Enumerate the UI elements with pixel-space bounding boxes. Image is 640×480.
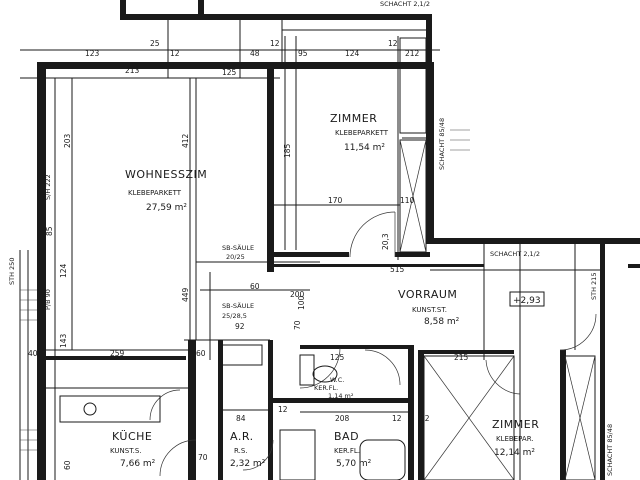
- note-sb-saeule-1: SB-SÄULE: [222, 243, 254, 252]
- dim-vor-c: 92: [235, 322, 245, 331]
- room-area-kueche: 7,66 m²: [120, 459, 156, 469]
- dim-zim-h2: 170: [328, 196, 343, 205]
- room-floor-kueche: KUNST.S.: [110, 447, 142, 455]
- note-sb-saeule-2: SB-SÄULE: [222, 301, 254, 310]
- note-sb-saeule-1-dims: 20/25: [226, 253, 245, 261]
- room-name-wc: W.C.: [330, 376, 344, 384]
- room-floor-vorraum: KUNST.ST.: [412, 306, 447, 314]
- annotations: SB-SÄULE 20/25 SB-SÄULE 25/28,5 STH 250 …: [8, 0, 614, 476]
- dim-top-d: 48: [250, 49, 260, 58]
- dim-zim-h3: 110: [400, 196, 415, 205]
- dim-bad-b: 12: [392, 414, 402, 423]
- fixtures: [59, 37, 596, 480]
- dim-door-d: 100: [297, 295, 306, 310]
- room-floor-bad: KER.FL.: [334, 447, 360, 455]
- room-name-kueche: KÜCHE: [112, 430, 152, 443]
- room-area-bad: 5,70 m²: [336, 459, 372, 469]
- dim-wohn-h4: 85: [45, 226, 54, 236]
- dim-row2-a: 213: [125, 66, 140, 75]
- room-floor-wohnesszimmer: KLEBEPARKETT: [128, 189, 182, 197]
- door-swings: [149, 211, 597, 477]
- room-floor-ar: R.S.: [234, 447, 248, 455]
- dim-v-a: 12: [278, 405, 288, 414]
- note-sb-saeule-2-dims: 25/28,5: [222, 312, 247, 320]
- room-area-wohnesszimmer: 27,59 m²: [146, 203, 187, 213]
- dim-k-b: 60: [63, 460, 72, 470]
- room-area-ar: 2,32 m²: [230, 459, 266, 469]
- construction-lines: [19, 20, 600, 480]
- room-name-bad: BAD: [334, 430, 359, 443]
- note-level: +2,93: [513, 296, 541, 306]
- dim-top-a: 123: [85, 49, 100, 58]
- dim-wall-a: 259: [110, 349, 125, 358]
- dim-top-c: 12: [170, 49, 180, 58]
- note-schacht-bottom: SCHACHT 85/48: [606, 424, 614, 476]
- dim-zim-h4: 20,3: [381, 233, 390, 250]
- room-name-wohnesszimmer: WOHNESSZIM: [125, 168, 207, 181]
- dim-wall-c: 60: [196, 349, 206, 358]
- note-sh-left: S/H 222: [44, 174, 52, 200]
- dim-wall-b: 40: [28, 349, 38, 358]
- room-floor-zimmer1: KLEBEPARKETT: [335, 129, 389, 137]
- dim-zim-h1: 185: [283, 143, 292, 158]
- dim-door-a: 70: [293, 320, 302, 330]
- room-area-vorraum: 8,58 m²: [424, 317, 460, 327]
- window-hatching: [20, 129, 470, 451]
- dim-v-b: 12: [420, 414, 430, 423]
- room-area-zimmer2: 12,14 m²: [494, 448, 535, 458]
- dim-top-h: 12: [388, 39, 398, 48]
- dim-vor-a: 515: [390, 265, 405, 274]
- dim-top-b: 25: [150, 39, 160, 48]
- room-area-wc: 1,14 m²: [328, 392, 354, 400]
- dim-wall-d: 125: [330, 353, 345, 362]
- note-schacht-mid: SCHACHT 2,1/2: [380, 0, 430, 8]
- dim-door-c: 60: [250, 282, 260, 291]
- room-area-zimmer1: 11,54 m²: [344, 143, 385, 153]
- dim-top-g: 124: [345, 49, 360, 58]
- dim-wohn-h3: 124: [59, 263, 68, 278]
- room-labels: WOHNESSZIM KLEBEPARKETT 27,59 m² ZIMMER …: [110, 112, 539, 469]
- room-floor-zimmer2: KLEBEPAR.: [496, 435, 534, 443]
- walls: [37, 0, 640, 480]
- room-floor-wc: KER.FL.: [314, 384, 338, 392]
- dim-top-f: 95: [298, 49, 308, 58]
- dim-wohn-h2: 203: [63, 133, 72, 148]
- note-schacht-top: SCHACHT 2,1/2: [490, 250, 540, 258]
- room-name-zimmer2: ZIMMER: [492, 418, 539, 431]
- note-sturz: STH 250: [8, 258, 16, 285]
- dim-k-a: 70: [198, 453, 208, 462]
- dim-vor-b: 215: [454, 353, 469, 362]
- dim-wohn-h1: 412: [181, 133, 190, 148]
- note-parapet: P/B 90: [44, 289, 52, 310]
- room-name-vorraum: VORRAUM: [398, 288, 457, 301]
- dim-top-i: 212: [405, 49, 420, 58]
- dim-door-b: 200: [290, 290, 305, 299]
- dim-bad-a: 208: [335, 414, 350, 423]
- dim-wohn-h5: 143: [59, 333, 68, 348]
- dim-wohn-h6: 449: [181, 287, 190, 302]
- room-name-ar: A.R.: [230, 430, 254, 443]
- room-name-zimmer1: ZIMMER: [330, 112, 377, 125]
- dimension-labels: 123 25 12 48 12 95 124 12 212 213 125 41…: [28, 39, 469, 470]
- note-sturz-bottom: STH 215: [590, 273, 598, 300]
- dim-top-e: 12: [270, 39, 280, 48]
- dim-row2-b: 125: [222, 68, 237, 77]
- note-schacht-right: SCHACHT 85/48: [438, 118, 446, 170]
- dim-ar-a: 84: [236, 414, 246, 423]
